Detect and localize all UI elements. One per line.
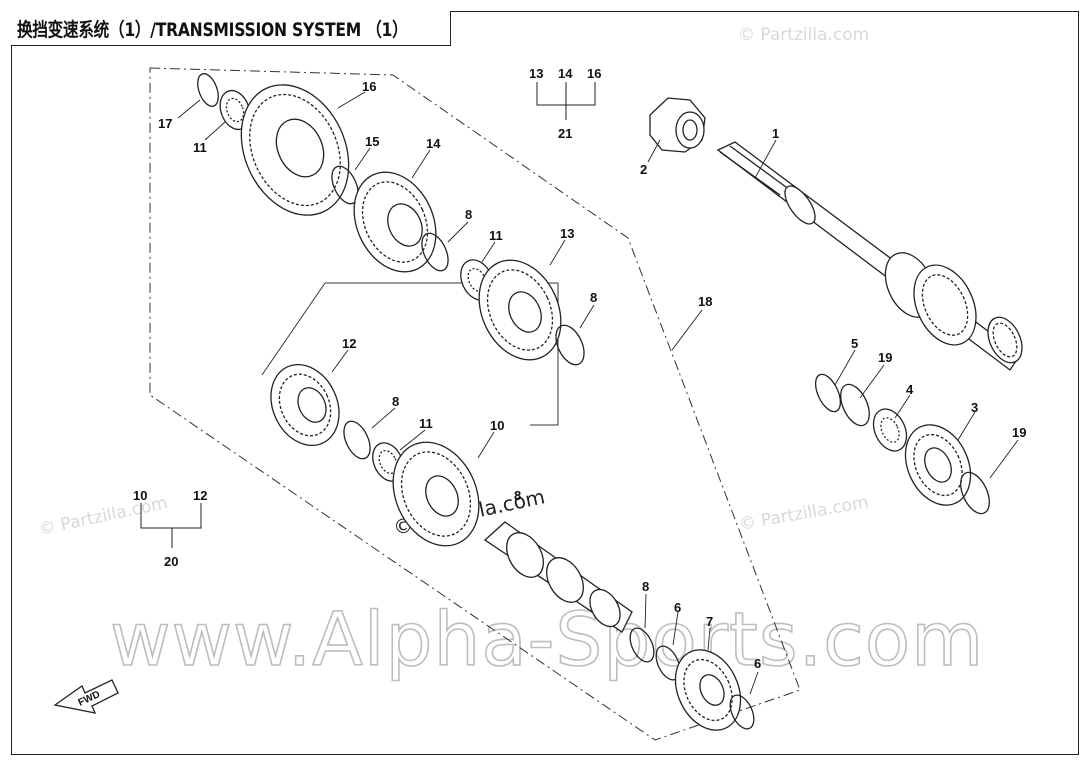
gear-14-hub xyxy=(387,203,423,247)
counter-shaft-gear-c xyxy=(589,588,621,628)
bracket-21 xyxy=(536,82,596,120)
needle-bearing-11c-rollers xyxy=(378,449,398,475)
circlip-15-icon xyxy=(331,165,359,205)
gear-16-teeth xyxy=(249,93,341,207)
callout-14b: 14 xyxy=(558,66,573,81)
callout-8b: 8 xyxy=(590,290,597,305)
callout-21: 21 xyxy=(558,126,572,141)
gear-13-teeth xyxy=(486,269,554,351)
shaft-1-gear-b xyxy=(913,264,977,346)
main-shaft-1 xyxy=(649,97,1023,371)
needle-bearing-11a-rollers xyxy=(225,97,245,123)
fwd-arrow-shape xyxy=(53,679,119,714)
callout-5: 5 xyxy=(851,336,858,351)
needle-bearing-4-icon xyxy=(872,408,908,452)
title-box: 换挡变速系统（1）/TRANSMISSION SYSTEM （1） xyxy=(11,11,451,46)
callout-labels: 1 2 3 4 5 6 6 7 8 8 8 8 8 10 10 11 11 11… xyxy=(133,66,1026,671)
subassembly-box xyxy=(325,282,559,426)
circlip-6b-icon xyxy=(729,694,755,730)
callout-16a: 16 xyxy=(362,79,376,94)
callout-20: 20 xyxy=(164,554,178,569)
partzilla-watermark-top: © Partzilla.com xyxy=(738,25,869,45)
shaft-1-gear-c xyxy=(987,316,1023,364)
callout-11a: 11 xyxy=(193,140,207,155)
washer-19b-icon xyxy=(960,471,990,515)
callout-15: 15 xyxy=(365,134,379,149)
circlip-8c-icon xyxy=(343,420,371,460)
gear-12-teeth xyxy=(278,373,332,437)
callout-14a: 14 xyxy=(426,136,441,151)
right-parts xyxy=(814,373,990,515)
callout-8a: 8 xyxy=(465,207,472,222)
callout-8e: 8 xyxy=(642,579,649,594)
gear-3-bore xyxy=(924,447,952,483)
bracket-20 xyxy=(140,503,202,548)
washer-17-icon xyxy=(197,73,219,107)
group-brackets xyxy=(140,82,596,548)
gear-14-teeth xyxy=(361,181,429,263)
circlip-8d-icon xyxy=(629,627,655,663)
gear-16-hub xyxy=(275,118,325,178)
callout-18: 18 xyxy=(698,294,712,309)
partzilla-watermark-right: © Partzilla.com xyxy=(737,492,870,534)
callout-6b: 6 xyxy=(754,656,761,671)
callout-8c: 8 xyxy=(392,394,399,409)
partzilla-watermark-left: © Partzilla.com xyxy=(37,493,169,540)
leader-lines xyxy=(177,91,1019,695)
counter-shaft-gear-a xyxy=(506,532,544,578)
callout-10b: 10 xyxy=(133,488,147,503)
washer-19-icon xyxy=(840,383,870,427)
gear-12-bore xyxy=(297,387,327,423)
gear-10-bore xyxy=(425,475,459,517)
callout-16b: 16 xyxy=(587,66,601,81)
callout-13b: 13 xyxy=(529,66,543,81)
shaft-1-gear-b-teeth xyxy=(921,274,969,336)
subassembly-box-edge xyxy=(261,282,326,376)
circlip-8a-icon xyxy=(421,232,449,272)
needle-bearing-4-rollers xyxy=(880,417,900,443)
callout-7: 7 xyxy=(706,614,713,629)
alpha-sports-watermark: www.Alpha-Sports.com xyxy=(110,597,984,683)
lower-cluster xyxy=(270,363,755,731)
callout-8d: 8 xyxy=(514,488,521,503)
gear-13-bore xyxy=(508,291,542,333)
callout-12a: 12 xyxy=(342,336,356,351)
nut-2-bore xyxy=(682,119,698,141)
gear-7-bore xyxy=(699,674,725,706)
callout-19b: 19 xyxy=(1012,425,1026,440)
callout-1: 1 xyxy=(772,126,779,141)
shaft-1-splines xyxy=(719,145,791,196)
callout-19a: 19 xyxy=(878,350,892,365)
circlip-5-icon xyxy=(814,373,842,413)
callout-17: 17 xyxy=(158,116,172,131)
callout-13a: 13 xyxy=(560,226,574,241)
callout-3: 3 xyxy=(971,400,978,415)
counter-shaft-gear-b xyxy=(546,557,584,603)
callout-10a: 10 xyxy=(490,418,504,433)
diagram-title: 换挡变速系统（1）/TRANSMISSION SYSTEM （1） xyxy=(17,18,408,41)
assembly-18-boundary xyxy=(149,67,801,741)
callout-6a: 6 xyxy=(674,600,681,615)
shaft-1-collar xyxy=(784,185,816,225)
fwd-arrow-icon: FWD xyxy=(53,679,119,714)
callout-12b: 12 xyxy=(193,488,207,503)
gear-10-teeth xyxy=(400,451,472,537)
callout-11b: 11 xyxy=(489,228,503,243)
upper-left-cluster xyxy=(197,73,585,366)
gear-7-teeth xyxy=(683,658,733,722)
callout-2: 2 xyxy=(640,162,647,177)
gear-3-teeth xyxy=(913,433,963,497)
callout-4: 4 xyxy=(906,382,914,397)
callout-11c: 11 xyxy=(419,416,433,431)
shaft-1-body xyxy=(716,141,1021,371)
circlip-8b-icon xyxy=(555,324,585,366)
diagram-frame xyxy=(11,11,1079,755)
